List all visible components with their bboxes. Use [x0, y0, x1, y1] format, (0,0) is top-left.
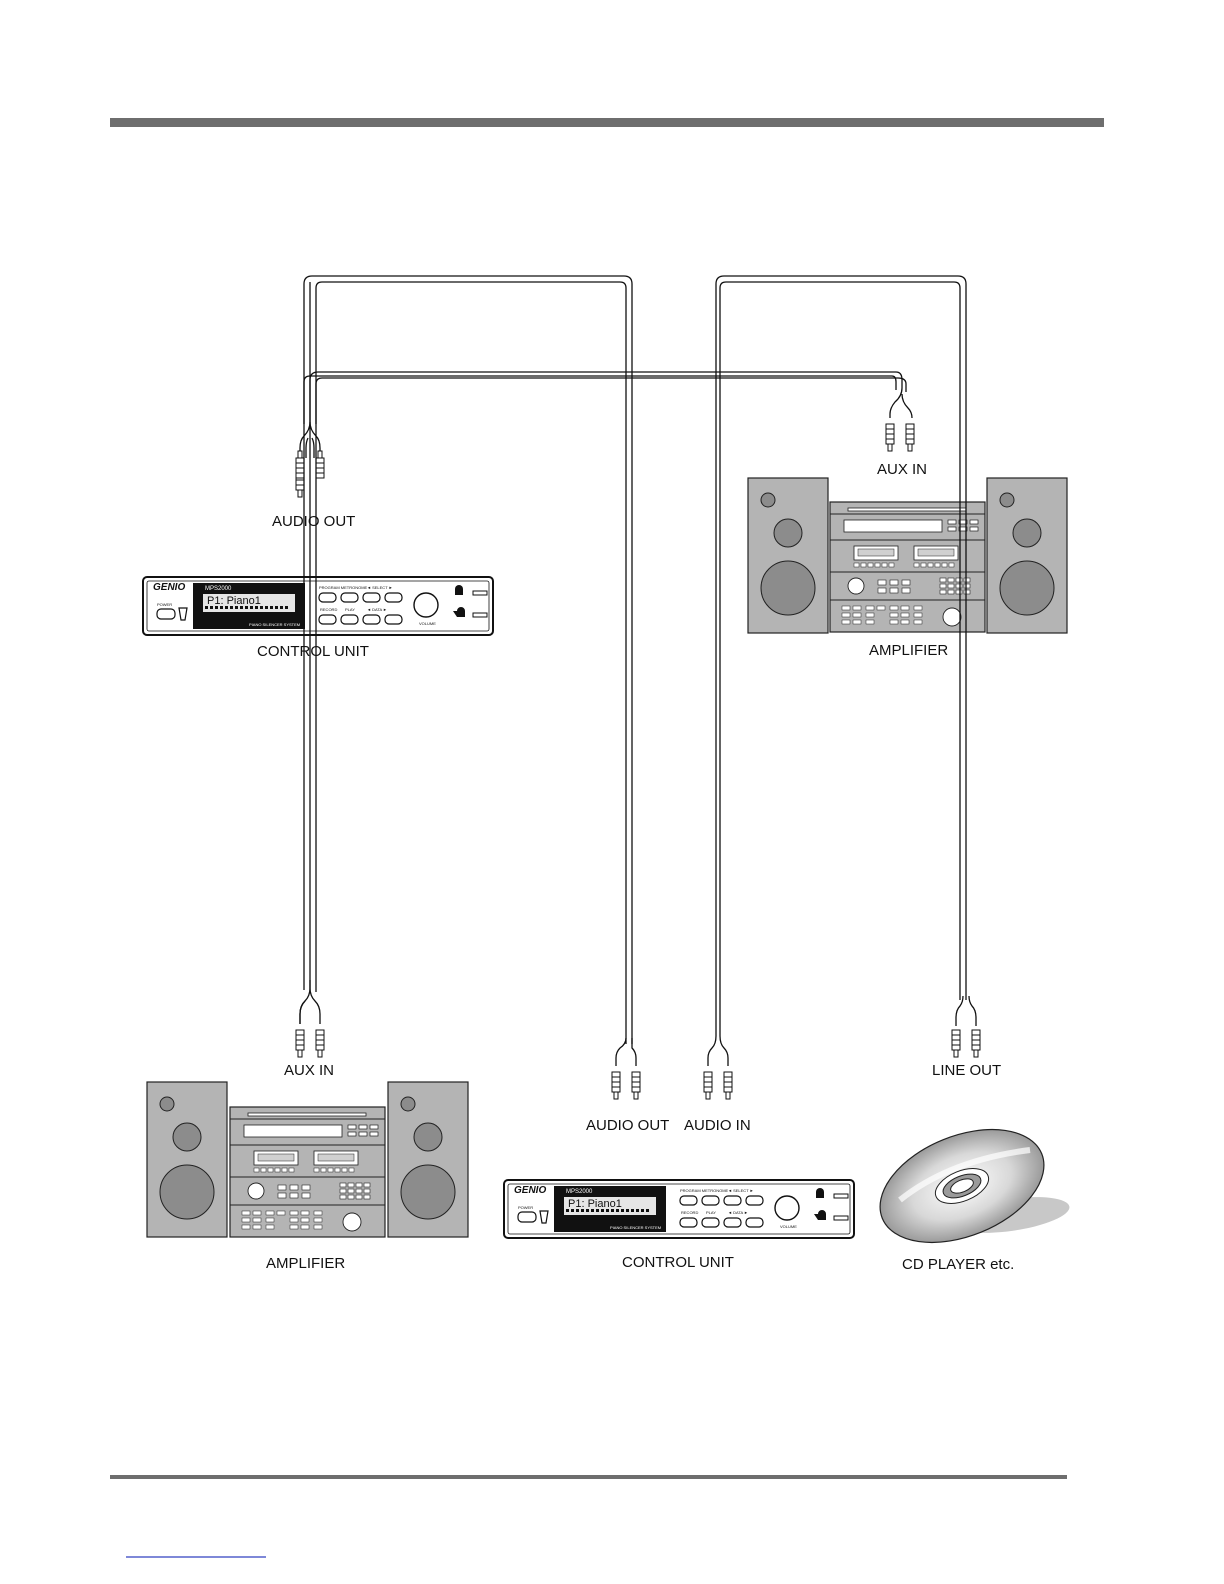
lcd-display-text-2: P1: Piano1: [568, 1198, 622, 1210]
amplifier-caption-1: AMPLIFIER: [869, 642, 948, 659]
rca-plug-right: [315, 450, 325, 479]
rca-plug-audio-in-right: [723, 1071, 733, 1100]
rca-plug-audio-out-2-left: [611, 1071, 621, 1100]
bottom-rule: [110, 1475, 1067, 1479]
control-unit-caption-1: CONTROL UNIT: [257, 643, 369, 660]
rca-plug-audio-in-left: [703, 1071, 713, 1100]
play-label-2: PLAY: [706, 1210, 716, 1215]
record-label-2: RECORD: [681, 1210, 698, 1215]
volume-label-2: VOLUME: [780, 1224, 797, 1229]
speaker-left-2: [146, 1081, 228, 1238]
system-label: PIANO SILENCER SYSTEM: [249, 622, 300, 627]
power-label: POWER: [157, 602, 172, 607]
rca-plug-aux-in-right: [905, 423, 915, 452]
rca-plug-left: [295, 450, 305, 479]
top-rule: [110, 118, 1104, 127]
speaker-right-2: [387, 1081, 469, 1238]
program-metronome-label: PROGRAM METRONOME: [319, 585, 368, 590]
model-label: MPS2000: [205, 586, 232, 592]
stereo-stack-2: [229, 1106, 386, 1238]
select-label: ◄ SELECT ►: [367, 585, 393, 590]
audio-in-label: AUDIO IN: [684, 1117, 751, 1134]
aux-in-label-2: AUX IN: [284, 1062, 334, 1079]
model-label-2: MPS2000: [566, 1189, 593, 1195]
cable-2a: [299, 275, 633, 1044]
brand-logo-2: GENIO: [514, 1185, 546, 1196]
program-metronome-label-2: PROGRAM METRONOME: [680, 1188, 729, 1193]
control-unit-1: GENIO MPS2000 P1: Piano1 PIANO SILENCER …: [142, 576, 494, 636]
select-label-2: ◄ SELECT ►: [728, 1188, 754, 1193]
speaker-right-1: [986, 477, 1068, 634]
aux-in-label: AUX IN: [877, 461, 927, 478]
data-label: ◄ DATA ►: [367, 607, 387, 612]
rca-plug-aux-in-left: [885, 423, 895, 452]
rca-plug-line-out-left: [951, 1029, 961, 1058]
brand-logo: GENIO: [153, 582, 185, 593]
cable-1: [299, 371, 913, 458]
lcd-display-text: P1: Piano1: [207, 595, 261, 607]
system-label-2: PIANO SILENCER SYSTEM: [610, 1225, 661, 1230]
line-out-label: LINE OUT: [932, 1062, 1001, 1079]
rca-plug-aux-in-2-right: [315, 1029, 325, 1058]
stereo-stack-1: [829, 501, 986, 633]
audio-out-label-2: AUDIO OUT: [586, 1117, 669, 1134]
rca-plug-aux-in-2-left: [295, 1029, 305, 1058]
cd-player-caption: CD PLAYER etc.: [902, 1256, 1014, 1273]
power-label-2: POWER: [518, 1205, 533, 1210]
diagram-1: AUDIO OUT AUX IN GENIO MPS2000 P1: Piano…: [142, 371, 1068, 660]
speaker-left-1: [747, 477, 829, 634]
rca-plug-audio-out-2-right: [631, 1071, 641, 1100]
amplifier-caption-2: AMPLIFIER: [266, 1255, 345, 1272]
play-label: PLAY: [345, 607, 355, 612]
cable-2b: [615, 275, 977, 1066]
rca-plug-line-out-right: [971, 1029, 981, 1058]
diagram-2: AUX IN AUDIO OUT AUDIO IN LINE OUT AMPLI…: [146, 275, 1070, 1273]
audio-out-label: AUDIO OUT: [272, 513, 355, 530]
control-unit-2: GENIO MPS2000 P1: Piano1 PIANO SILENCER …: [503, 1179, 855, 1239]
cd-disc-icon: [879, 1128, 1070, 1244]
volume-label: VOLUME: [419, 621, 436, 626]
record-label: RECORD: [320, 607, 337, 612]
data-label-2: ◄ DATA ►: [728, 1210, 748, 1215]
control-unit-caption-2: CONTROL UNIT: [622, 1254, 734, 1271]
